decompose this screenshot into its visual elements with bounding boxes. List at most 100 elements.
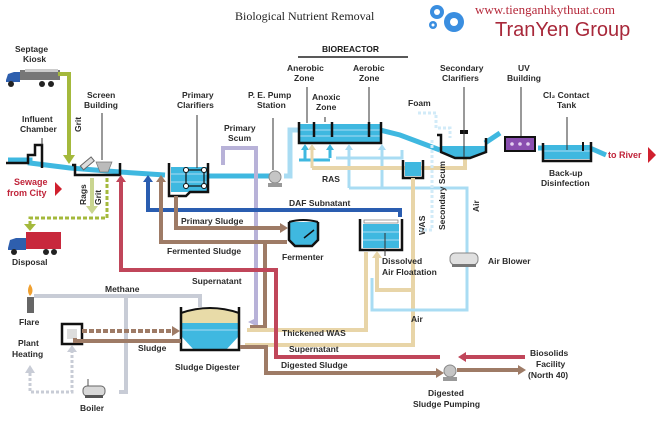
secondary-clarifier [437,87,488,160]
to-river-arrow-icon [648,147,656,163]
plant-heating-arrow-icon [25,365,35,373]
label-ras: RAS [322,174,340,184]
sludge-digester [179,307,241,352]
label-primary-sludge: Primary Sludge [181,216,244,226]
boiler-icon [82,379,106,398]
primary-scum-arrow-icon [248,318,256,326]
label-air-blower: Air Blower [488,256,531,266]
thickened-was-line [247,252,368,332]
biosolids-return-arrow-icon [458,352,466,362]
label-to-river: to River [608,150,642,160]
label-sludge: Sludge [138,343,167,353]
influent-chamber [6,138,44,168]
label-daf-subnatant: DAF Subnatant [289,198,351,208]
label-fermenter: Fermenter [282,252,324,262]
screen-building [72,113,122,177]
label-flare: Flare [19,317,40,327]
sewage-arrow-icon [55,182,62,196]
primary-sludge-arrow-icon [280,223,288,233]
label-grit-septage: Grit [73,117,83,132]
label-secondary-scum: Secondary Scum [437,161,447,230]
rags-arrow-icon [86,206,98,214]
label-bioreactor: BIOREACTOR [322,44,379,54]
label-supernatant-bottom: Supernatant [289,344,339,354]
disposal-truck-icon [8,232,61,255]
label-was: WAS [417,215,427,235]
biosolids-out-arrow-icon [518,365,526,375]
label-fermented-sludge: Fermented Sludge [167,246,241,256]
methane-line [34,294,202,307]
label-supernatant-top: Supernatant [192,276,242,286]
pe-pump-icon [268,118,282,187]
label-grit-screen: Grit [93,190,103,205]
air-line [370,188,469,312]
gears-icon [429,5,464,32]
label-digested-sludge: Digested Sludge [281,360,348,370]
label-disposal: Disposal [12,257,47,267]
primary-sludge-line [174,196,282,230]
digested-sludge-arrow-icon [436,368,444,378]
label-rags: Rags [78,184,88,205]
was-to-daf-line [375,255,413,292]
diagram-title: Biological Nutrient Removal [235,9,375,23]
label-air-bottom: Air [411,314,424,324]
grit-disposal-arrow-icon [24,224,36,231]
label-foam: Foam [408,98,431,108]
was-line [245,178,415,347]
label-boiler: Boiler [80,403,105,413]
digested-sludge-line [240,345,440,375]
bioreactor-tank [297,122,383,145]
flare-icon [27,284,34,313]
plant-heating-line [28,350,74,394]
label-sludge-digester: Sludge Digester [175,362,240,372]
air-blower-icon [449,252,479,267]
sludge-return-line [73,338,181,343]
supernatant-arrow-icon [116,175,126,182]
fermenter-tank [287,219,320,248]
grit-disposal-line [28,178,109,226]
daf-arrow-icon [143,175,153,182]
was-daf-arrow-icon [372,251,382,258]
cl2-contact-tank [541,117,593,163]
foam-line [418,111,452,138]
heat-exchanger-arrow-icon [67,345,77,352]
secondary-scum-line [420,140,434,232]
ras-line [312,158,467,170]
septage-grit-line [58,72,71,160]
label-thickened-was: Thickened WAS [282,328,346,338]
digested-sludge-pump-icon [443,364,457,381]
main-water-flow [8,127,608,179]
methane-boiler-line [119,296,128,394]
was-tank [401,160,425,180]
sludge-dashed-arrow-icon [172,326,180,336]
watermark-brand: TranYen Group [495,19,630,41]
watermark-url: www.tienganhkythuat.com [475,2,615,17]
daf-subnatant-line [146,178,402,217]
label-methane: Methane [105,284,140,294]
fermented-arrow-icon [156,175,166,182]
uv-building [504,87,536,152]
grit-arrow-icon [63,155,75,164]
daf-tank [358,219,404,256]
supernatant-line [119,178,440,359]
septage-truck-icon [6,69,60,87]
label-air-vertical: Air [471,200,481,213]
